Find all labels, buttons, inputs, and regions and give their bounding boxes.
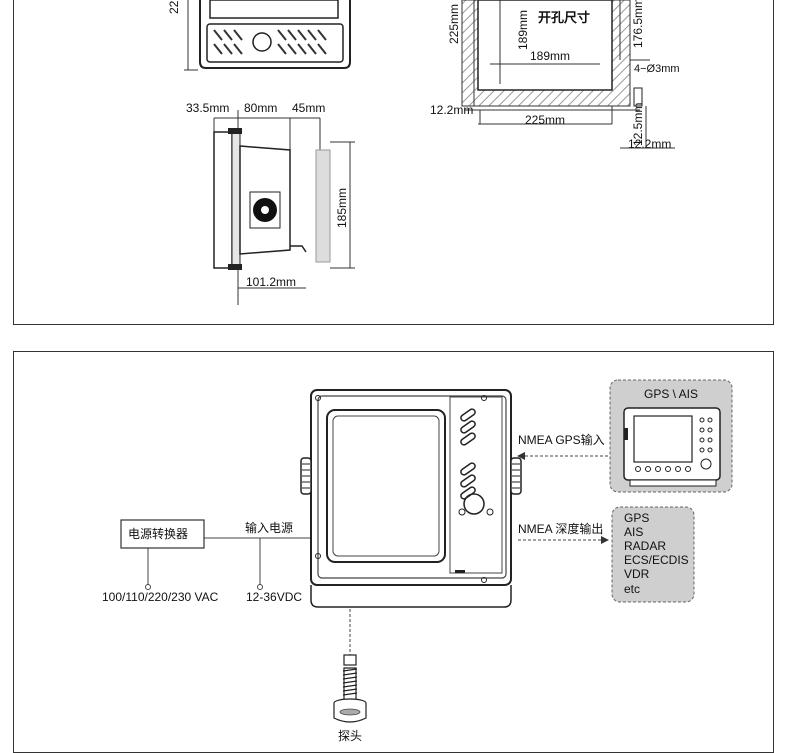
- dim-12-2-left: 12.2mm: [430, 103, 473, 117]
- dim-185: 185mm: [335, 188, 349, 228]
- probe-transducer: [333, 654, 367, 723]
- front-height-label: 22: [167, 0, 181, 14]
- dim-176-5: 176.5mm: [631, 0, 645, 48]
- probe-label: 探头: [338, 729, 362, 743]
- cutout-label: 开孔尺寸: [538, 10, 590, 25]
- dimensions-panel: [13, 0, 774, 325]
- dim-45: 45mm: [292, 101, 325, 115]
- dim-80: 80mm: [244, 101, 277, 115]
- power-converter-box: [120, 519, 205, 549]
- output-device-gps: GPS: [624, 511, 649, 525]
- gps-ais-title: GPS \ AIS: [644, 387, 698, 401]
- dim-101-2: 101.2mm: [246, 275, 296, 289]
- output-device-etc: etc: [624, 582, 640, 596]
- gps-ais-box: [609, 379, 733, 493]
- echo-sounder-device: [300, 389, 522, 608]
- dim-33-5: 33.5mm: [186, 101, 229, 115]
- dim-225-horizontal: 225mm: [525, 113, 565, 127]
- dim-225-vertical: 225mm: [447, 4, 461, 44]
- dim-hole: 4−Ø3mm: [634, 63, 680, 75]
- dim-189-vertical: 189mm: [516, 10, 530, 50]
- nmea-depth-output-label: NMEA 深度输出: [518, 521, 603, 536]
- output-device-vdr: VDR: [624, 567, 650, 581]
- dc-voltage-label: 12-36VDC: [246, 590, 302, 604]
- dim-12-5: 12.5mm: [631, 103, 645, 146]
- input-power-label: 输入电源: [245, 520, 293, 535]
- power-converter-label: 电源转换器: [128, 526, 188, 541]
- connection-lines: [145, 452, 609, 655]
- front-view: [184, 0, 351, 71]
- ac-voltage-label: 100/110/220/230 VAC: [102, 590, 219, 604]
- cutout-drawing: [461, 0, 675, 149]
- output-devices-box: [611, 506, 695, 603]
- output-device-ecs-ecdis: ECS/ECDIS: [624, 553, 689, 567]
- nmea-gps-input-label: NMEA GPS输入: [518, 432, 605, 447]
- dim-189-horizontal: 189mm: [530, 49, 570, 63]
- dim-12-2-right: 12.2mm: [628, 137, 671, 151]
- output-device-radar: RADAR: [624, 539, 666, 553]
- side-view: [213, 110, 355, 305]
- output-device-ais: AIS: [624, 525, 643, 539]
